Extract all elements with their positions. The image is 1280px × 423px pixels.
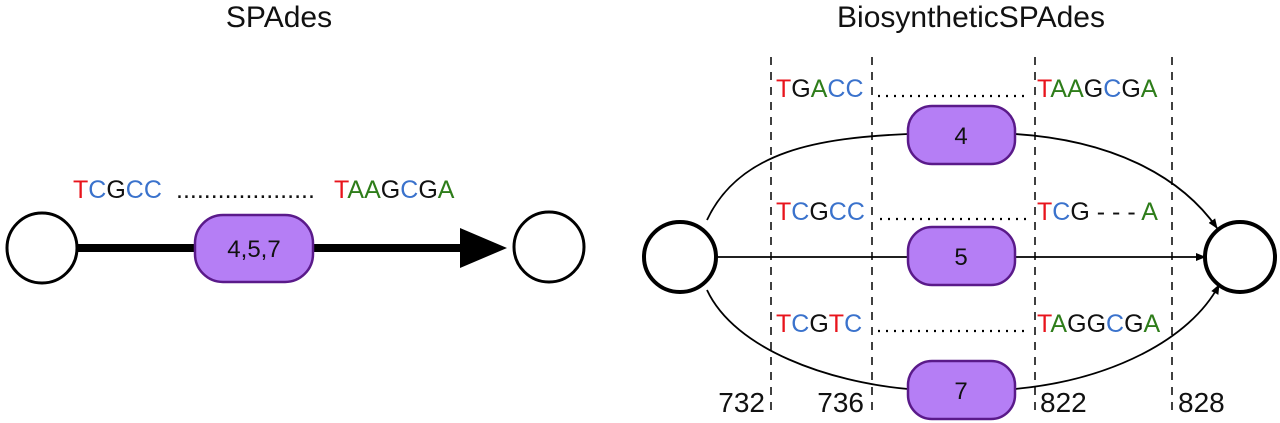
path-7-suffix-base: G bbox=[1087, 310, 1106, 338]
path-4-seq-prefix: TGACC bbox=[776, 75, 864, 103]
path-4-suffix-base: G bbox=[1121, 75, 1140, 103]
path-5-label: 5 bbox=[954, 244, 967, 271]
position-label-822: 822 bbox=[1040, 387, 1087, 418]
spades-suffix-base: A bbox=[347, 176, 364, 204]
spades-source-node[interactable] bbox=[5, 211, 79, 285]
path-5-suffix-base: G bbox=[1070, 198, 1089, 226]
spades-prefix-base: C bbox=[144, 176, 162, 204]
path-5-suffix-base: A bbox=[1141, 198, 1158, 226]
spades-suffix-base: C bbox=[400, 176, 418, 204]
path-4-suffix-base: C bbox=[1103, 75, 1121, 103]
path-5-suffix-base bbox=[1090, 198, 1097, 226]
path-5-suffix-base: - bbox=[1127, 198, 1135, 226]
spades-seq-gap: .................... bbox=[176, 176, 315, 204]
path-7-label-box[interactable]: 7 bbox=[906, 359, 1017, 421]
path-4-edge-in bbox=[706, 133, 909, 221]
path-5-label-box[interactable]: 5 bbox=[906, 225, 1017, 287]
spades-seq-prefix: TCGCC bbox=[73, 176, 162, 204]
path-5-sequence: TCGCC TCG - - - A bbox=[776, 198, 1158, 226]
spades-edge-label-box[interactable]: 4,5,7 bbox=[193, 213, 315, 284]
path-5-prefix-base: T bbox=[776, 198, 791, 226]
path-7-edge-out bbox=[1014, 284, 1220, 390]
path-4-suffix-base: A bbox=[1141, 75, 1158, 103]
path-7-prefix-base: C bbox=[844, 310, 862, 338]
path-4-prefix-base: G bbox=[791, 75, 810, 103]
path-5-seq-prefix: TCGCC bbox=[776, 198, 865, 226]
spades-suffix-base: A bbox=[364, 176, 381, 204]
path-4-suffix-base: A bbox=[1050, 75, 1067, 103]
path-4-suffix-base: A bbox=[1067, 75, 1084, 103]
path-7-suffix-base: G bbox=[1124, 310, 1143, 338]
spades-prefix-base: C bbox=[126, 176, 144, 204]
biosynthetic-panel: BiosyntheticSPAdes TGACC TAAGCGA TCGCC T… bbox=[642, 1, 1277, 421]
path-5-prefix-base: C bbox=[791, 198, 809, 226]
spades-edge-label: 4,5,7 bbox=[227, 236, 280, 263]
path-7-suffix-base: C bbox=[1106, 310, 1124, 338]
path-4-prefix-base: C bbox=[845, 75, 863, 103]
path-4-sequence: TGACC TAAGCGA bbox=[776, 75, 1158, 103]
path-5-suffix-base bbox=[1120, 198, 1127, 226]
spades-suffix-base: G bbox=[418, 176, 437, 204]
path-7-prefix-base: G bbox=[809, 310, 828, 338]
path-7-suffix-base: A bbox=[1050, 310, 1067, 338]
path-4-prefix-base: A bbox=[811, 75, 828, 103]
path-5-suffix-base: C bbox=[1052, 198, 1070, 226]
spades-suffix-base: G bbox=[381, 176, 400, 204]
path-7-prefix-base: T bbox=[829, 310, 844, 338]
position-label-736: 736 bbox=[817, 387, 864, 418]
spades-prefix-base: C bbox=[88, 176, 106, 204]
path-7-suffix-base: A bbox=[1144, 310, 1161, 338]
spades-prefix-base: T bbox=[73, 176, 88, 204]
path-5-suffix-base: - bbox=[1097, 198, 1105, 226]
bio-sink-node[interactable] bbox=[1203, 220, 1277, 294]
position-label-732: 732 bbox=[718, 387, 765, 418]
spades-suffix-base: T bbox=[334, 176, 349, 204]
biosynthetic-title: BiosyntheticSPAdes bbox=[837, 1, 1105, 34]
path-7-suffix-base: T bbox=[1037, 310, 1052, 338]
spades-seq-suffix: TAAGCGA bbox=[334, 176, 455, 204]
path-7-seq-prefix: TCGTC bbox=[776, 310, 862, 338]
path-5-prefix-base: C bbox=[829, 198, 847, 226]
path-7-prefix-base: T bbox=[776, 310, 791, 338]
path-5-suffix-base: - bbox=[1112, 198, 1120, 226]
path-7-seq-suffix: TAGGCGA bbox=[1037, 310, 1161, 338]
path-7-label: 7 bbox=[954, 378, 967, 405]
path-7-prefix-base: C bbox=[791, 310, 809, 338]
bio-source-node[interactable] bbox=[642, 220, 718, 294]
spades-sink-node[interactable] bbox=[512, 210, 586, 284]
path-5-seq-suffix: TCG - - - A bbox=[1037, 198, 1158, 226]
path-4-suffix-base: G bbox=[1084, 75, 1103, 103]
path-4-edge-out bbox=[1014, 133, 1218, 229]
spades-arrowhead-icon bbox=[460, 228, 507, 268]
path-4-suffix-base: T bbox=[1037, 75, 1052, 103]
path-4-prefix-base: T bbox=[776, 75, 791, 103]
path-7-suffix-base: G bbox=[1067, 310, 1086, 338]
spades-title: SPAdes bbox=[226, 1, 332, 34]
path-5-suffix-base: T bbox=[1037, 198, 1052, 226]
path-4-label: 4 bbox=[954, 123, 967, 150]
position-label-828: 828 bbox=[1178, 387, 1225, 418]
path-4-seq-suffix: TAAGCGA bbox=[1037, 75, 1158, 103]
path-7-sequence: TCGTC TAGGCGA bbox=[776, 310, 1161, 338]
spades-sequence: TCGCC .................... TAAGCGA bbox=[73, 176, 455, 204]
path-5-prefix-base: C bbox=[847, 198, 865, 226]
path-7-edge-in bbox=[706, 289, 909, 390]
path-5-suffix-base bbox=[1105, 198, 1112, 226]
path-4-prefix-base: C bbox=[827, 75, 845, 103]
spades-prefix-base: G bbox=[106, 176, 125, 204]
path-4-label-box[interactable]: 4 bbox=[906, 104, 1017, 166]
path-5-prefix-base: G bbox=[809, 198, 828, 226]
spades-suffix-base: A bbox=[438, 176, 455, 204]
spades-panel: SPAdes TCGCC .................... TAAGCG… bbox=[5, 1, 586, 285]
